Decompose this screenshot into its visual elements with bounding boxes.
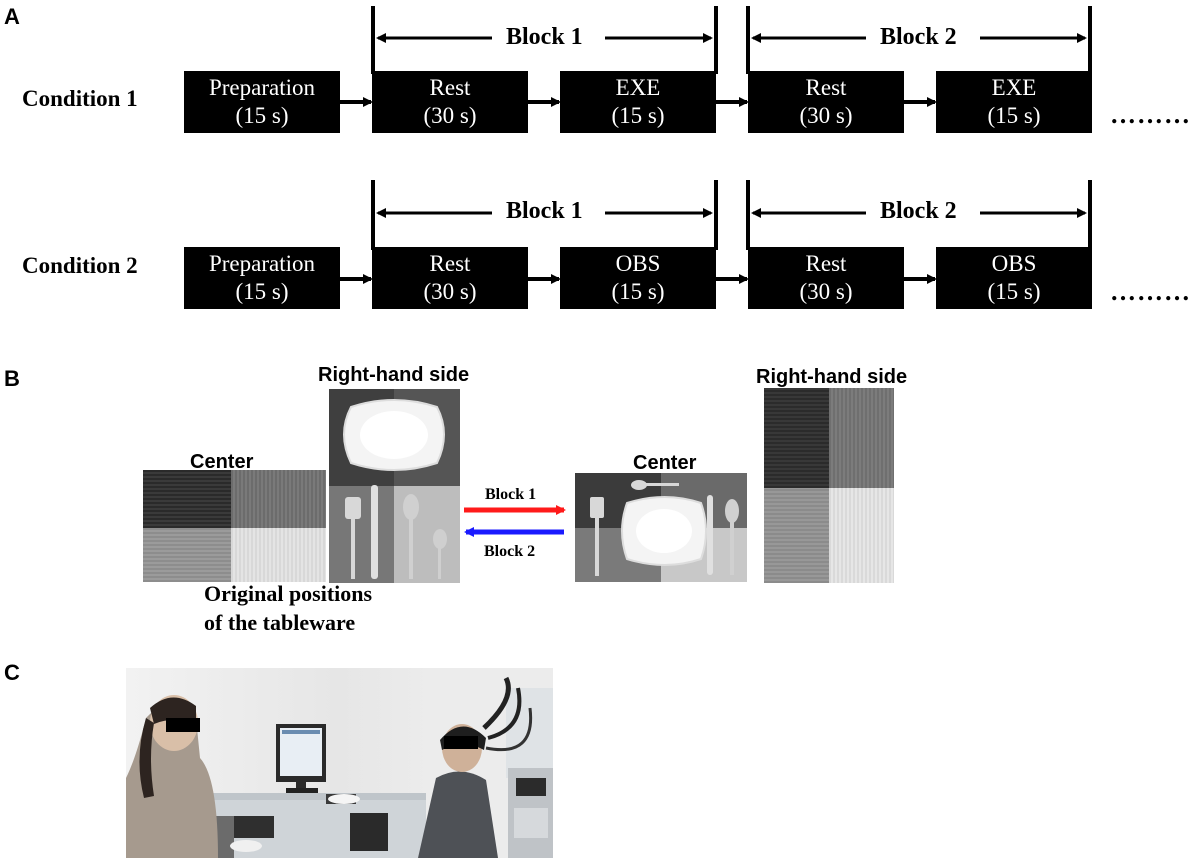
timeline-box-obs: OBS(15 s) xyxy=(560,247,716,309)
block-1-label: Block 1 xyxy=(492,198,597,225)
right-center-label: Center xyxy=(633,452,697,474)
fork xyxy=(595,518,599,576)
block-1-label: Block 1 xyxy=(492,24,597,51)
soup-spoon xyxy=(725,499,739,523)
arrow-block-2-label: Block 2 xyxy=(484,543,536,560)
knife xyxy=(707,495,713,575)
block-2-label: Block 2 xyxy=(866,24,971,51)
spoon xyxy=(403,494,419,520)
caption-line-1: Original positions xyxy=(204,581,373,606)
timeline-box-rest: Rest(30 s) xyxy=(748,71,904,133)
knife xyxy=(371,485,378,579)
panel-a-letter: A xyxy=(4,4,20,29)
right-right-hand-side-label: Right-hand side xyxy=(756,366,908,388)
timeline-box-exe: EXE(15 s) xyxy=(936,71,1092,133)
experiment-setup-photo xyxy=(126,668,553,858)
tableware-photo-center xyxy=(575,473,747,582)
participant xyxy=(418,771,498,858)
timeline-box-rest: Rest(30 s) xyxy=(748,247,904,309)
spoon xyxy=(631,480,647,490)
left-center-label: Center xyxy=(190,451,254,473)
continuation-dots: ……… xyxy=(1110,277,1191,306)
face-blur-bar xyxy=(444,736,478,749)
timeline-box-preparation: Preparation(15 s) xyxy=(184,247,340,309)
timeline-box-exe: EXE(15 s) xyxy=(560,71,716,133)
condition-2-label: Condition 2 xyxy=(22,253,138,278)
left-right-hand-side-label: Right-hand side xyxy=(318,364,470,386)
timeline-box-rest: Rest(30 s) xyxy=(372,71,528,133)
continuation-dots: ……… xyxy=(1110,100,1191,129)
center-placemat-photo xyxy=(143,470,326,582)
small-spoon xyxy=(433,529,447,549)
face-blur-bar xyxy=(166,718,200,732)
timeline-box-preparation: Preparation(15 s) xyxy=(184,71,340,133)
timeline-box-obs: OBS(15 s) xyxy=(936,247,1092,309)
panel-b-letter: B xyxy=(4,366,20,391)
condition-1-label: Condition 1 xyxy=(22,86,138,111)
timeline-arrows xyxy=(340,6,1092,284)
panel-c-letter: C xyxy=(4,660,20,685)
block-arrows xyxy=(464,505,566,537)
timeline-box-rest: Rest(30 s) xyxy=(372,247,528,309)
caption-line-2: of the tableware xyxy=(204,610,356,635)
block-2-label: Block 2 xyxy=(866,198,971,225)
right-hand-side-placemat-photo xyxy=(764,388,894,583)
arrow-block-1-label: Block 1 xyxy=(485,486,537,503)
tableware-photo-original xyxy=(329,389,460,583)
fork xyxy=(351,519,355,579)
